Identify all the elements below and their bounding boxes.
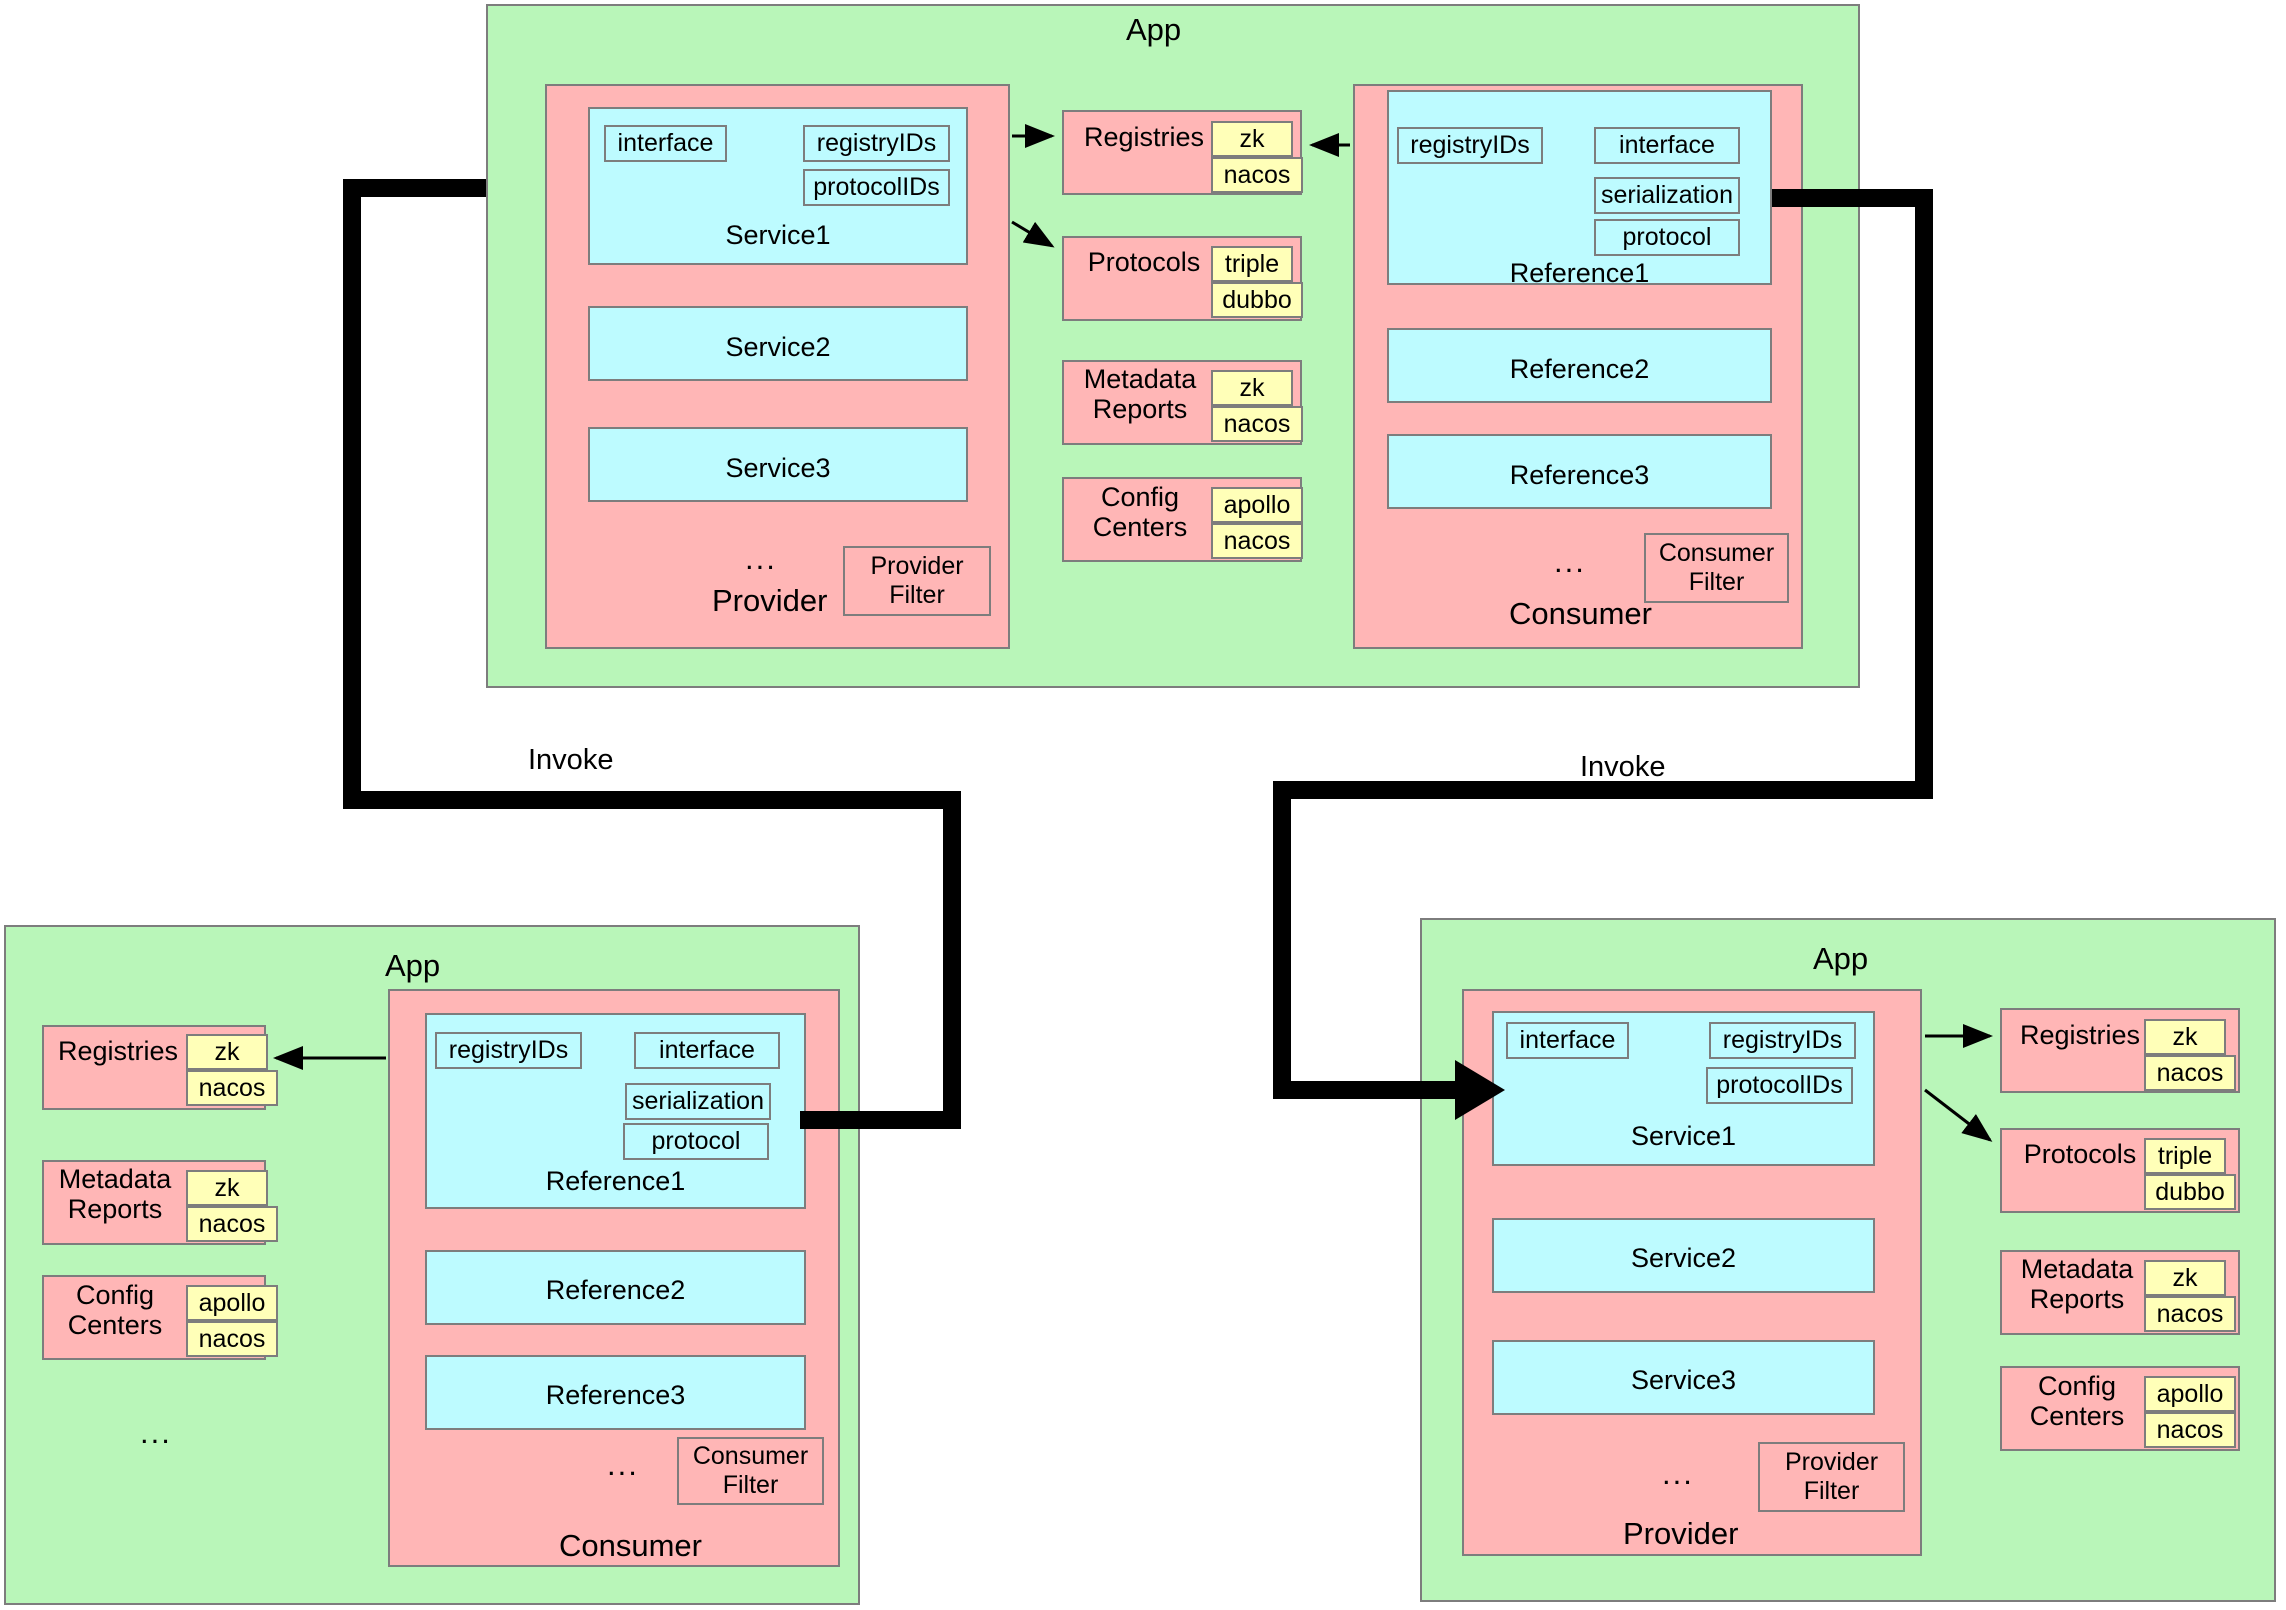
config-centers-value-apollo-bottom-left: apollo — [186, 1285, 278, 1321]
config-centers-name-line1-bottom-left: Config — [75, 1280, 155, 1310]
service3-box-bottom-right — [1492, 1340, 1875, 1415]
service1-label-bottom-right: Service1 — [1630, 1121, 1737, 1151]
protocols-value-dubbo-top: dubbo — [1211, 282, 1303, 318]
metadata-reports-name-line1-top: Metadata — [1083, 364, 1197, 394]
config-centers-value-apollo-top: apollo — [1211, 487, 1303, 523]
config-centers-name-line2-bottom-left: Centers — [67, 1310, 163, 1341]
reference1-registryids-chip-bottom-left: registryIDs — [435, 1032, 582, 1069]
service2-label-bottom-right: Service2 — [1630, 1243, 1737, 1273]
registries-value-zk-bottom-right: zk — [2144, 1019, 2226, 1055]
config-centers-name-line2-bottom-right: Centers — [2029, 1401, 2125, 1432]
reference1-label-bottom-left: Reference1 — [545, 1166, 686, 1196]
provider-ellipsis-bottom-right: ... — [1662, 1456, 1694, 1491]
reference1-label-top: Reference1 — [1509, 258, 1650, 288]
provider-label-top: Provider — [712, 583, 828, 618]
provider-filter-chip-top: Provider Filter — [843, 546, 991, 616]
app-title-bottom-left: App — [385, 948, 441, 983]
protocols-value-triple-top: triple — [1211, 246, 1293, 282]
reference3-box-bottom-left — [425, 1355, 806, 1430]
provider-label-bottom-right: Provider — [1623, 1516, 1739, 1551]
consumer-label-top: Consumer — [1509, 596, 1652, 631]
reference2-box-bottom-left — [425, 1250, 806, 1325]
invoke-label-right: Invoke — [1580, 751, 1666, 783]
reference1-protocol-chip-top: protocol — [1594, 219, 1740, 256]
reference2-label-top: Reference2 — [1509, 354, 1650, 384]
registries-value-nacos-bottom-left: nacos — [186, 1070, 278, 1106]
consumer-filter-chip-bottom-left: Consumer Filter — [677, 1437, 824, 1505]
protocols-value-dubbo-bottom-right: dubbo — [2144, 1174, 2236, 1210]
provider-ellipsis-top: ... — [745, 541, 777, 576]
config-centers-name-line1-top: Config — [1100, 482, 1180, 512]
registries-value-zk-top: zk — [1211, 121, 1293, 157]
metadata-reports-name-line2-bottom-right: Reports — [2029, 1284, 2125, 1315]
provider-filter-chip-bottom-right: Provider Filter — [1758, 1442, 1905, 1512]
consumer-ellipsis-top: ... — [1554, 544, 1586, 579]
metadata-reports-name-line1-bottom-right: Metadata — [2020, 1254, 2134, 1284]
config-centers-name-bottom-right: Config Centers — [2004, 1371, 2150, 1431]
app-title-bottom-right: App — [1813, 941, 1869, 976]
protocols-value-triple-bottom-right: triple — [2144, 1138, 2226, 1174]
config-centers-name-line2-top: Centers — [1092, 512, 1188, 543]
consumer-ellipsis-bottom-left: ... — [607, 1447, 639, 1482]
config-centers-name-top: Config Centers — [1066, 482, 1214, 542]
consumer-label-bottom-left: Consumer — [559, 1528, 702, 1563]
protocols-name-top: Protocols — [1087, 247, 1201, 277]
service1-registryids-chip-bottom-right: registryIDs — [1709, 1022, 1856, 1059]
metadata-reports-value-zk-bottom-right: zk — [2144, 1260, 2226, 1296]
service3-label-bottom-right: Service3 — [1630, 1365, 1737, 1395]
metadata-reports-name-line2-top: Reports — [1092, 394, 1188, 425]
metadata-reports-name-top: Metadata Reports — [1066, 364, 1214, 424]
service1-interface-chip-top: interface — [604, 125, 727, 162]
service1-interface-chip-bottom-right: interface — [1506, 1022, 1629, 1059]
invoke-label-left: Invoke — [528, 744, 614, 776]
reference1-serialization-chip-top: serialization — [1594, 177, 1740, 214]
metadata-reports-value-zk-bottom-left: zk — [186, 1170, 268, 1206]
config-centers-value-nacos-bottom-right: nacos — [2144, 1412, 2236, 1448]
metadata-reports-name-line2-bottom-left: Reports — [67, 1194, 163, 1225]
reference1-registryids-chip-top: registryIDs — [1397, 127, 1543, 164]
reference2-label-bottom-left: Reference2 — [545, 1275, 686, 1305]
reference1-serialization-chip-bottom-left: serialization — [625, 1083, 771, 1120]
config-centers-value-nacos-bottom-left: nacos — [186, 1321, 278, 1357]
registries-value-nacos-bottom-right: nacos — [2144, 1055, 2236, 1091]
service2-box-bottom-right — [1492, 1218, 1875, 1293]
service1-protocolids-chip-bottom-right: protocolIDs — [1706, 1067, 1853, 1104]
metadata-reports-value-zk-top: zk — [1211, 370, 1293, 406]
registries-name-top: Registries — [1083, 122, 1205, 152]
consumer-filter-chip-top: Consumer Filter — [1644, 533, 1789, 603]
service2-label-top: Service2 — [725, 332, 831, 362]
metadata-reports-value-nacos-bottom-right: nacos — [2144, 1296, 2236, 1332]
metadata-reports-name-line1-bottom-left: Metadata — [58, 1164, 172, 1194]
service1-registryids-chip-top: registryIDs — [803, 125, 950, 162]
config-centers-name-bottom-left: Config Centers — [44, 1280, 186, 1340]
reference3-label-top: Reference3 — [1509, 460, 1650, 490]
registries-value-nacos-top: nacos — [1211, 157, 1303, 193]
reference1-interface-chip-bottom-left: interface — [634, 1032, 780, 1069]
metadata-reports-value-nacos-top: nacos — [1211, 406, 1303, 442]
service3-label-top: Service3 — [725, 453, 831, 483]
service1-label-top: Service1 — [725, 220, 831, 250]
metadata-reports-value-nacos-bottom-left: nacos — [186, 1206, 278, 1242]
registries-name-bottom-left: Registries — [57, 1036, 179, 1066]
config-centers-value-nacos-top: nacos — [1211, 523, 1303, 559]
registries-value-zk-bottom-left: zk — [186, 1034, 268, 1070]
config-centers-value-apollo-bottom-right: apollo — [2144, 1376, 2236, 1412]
service1-protocolids-chip-top: protocolIDs — [803, 169, 950, 206]
metadata-reports-name-bottom-left: Metadata Reports — [44, 1164, 186, 1224]
metadata-reports-name-bottom-right: Metadata Reports — [2004, 1254, 2150, 1314]
config-centers-name-line1-bottom-right: Config — [2037, 1371, 2117, 1401]
protocols-name-bottom-right: Protocols — [2023, 1139, 2137, 1169]
app-title-top: App — [1126, 12, 1182, 47]
registries-name-bottom-right: Registries — [2019, 1020, 2141, 1050]
reference1-protocol-chip-bottom-left: protocol — [623, 1123, 769, 1160]
reference1-interface-chip-top: interface — [1594, 127, 1740, 164]
reference3-label-bottom-left: Reference3 — [545, 1380, 686, 1410]
infra-ellipsis-bottom-left: ... — [140, 1415, 172, 1450]
